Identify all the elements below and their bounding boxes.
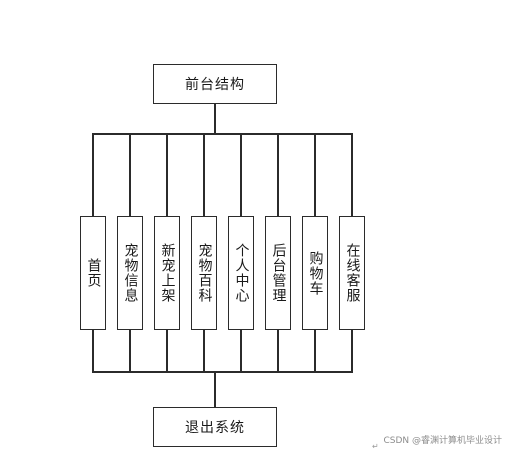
- module-bottom-connector: [92, 330, 94, 372]
- top-node-frontend-structure: 前台结构: [153, 64, 277, 104]
- top-bus-line: [92, 133, 351, 135]
- module-top-connector: [92, 133, 94, 216]
- module-cart: 购物车: [302, 216, 328, 330]
- watermark: CSDN @睿渊计算机毕业设计: [383, 436, 502, 446]
- module-bottom-connector: [203, 330, 205, 372]
- bottom-stem-line: [214, 371, 216, 408]
- module-top-connector: [240, 133, 242, 216]
- paragraph-mark-icon: ↵: [372, 442, 379, 451]
- module-pet-info: 宠物信息: [117, 216, 143, 330]
- module-top-connector: [351, 133, 353, 216]
- module-personal-center: 个人中心: [228, 216, 254, 330]
- module-customer-service: 在线客服: [339, 216, 365, 330]
- module-bottom-connector: [166, 330, 168, 372]
- module-bottom-connector: [129, 330, 131, 372]
- module-pet-encyclopedia: 宠物百科: [191, 216, 217, 330]
- module-new-pets: 新宠上架: [154, 216, 180, 330]
- module-home: 首页: [80, 216, 106, 330]
- module-top-connector: [166, 133, 168, 216]
- module-bottom-connector: [351, 330, 353, 372]
- module-top-connector: [203, 133, 205, 216]
- module-top-connector: [277, 133, 279, 216]
- bottom-bus-line: [92, 371, 353, 373]
- module-top-connector: [314, 133, 316, 216]
- bottom-node-exit-system: 退出系统: [153, 407, 277, 447]
- module-top-connector: [129, 133, 131, 216]
- module-admin: 后台管理: [265, 216, 291, 330]
- top-stem-line: [214, 103, 216, 134]
- module-bottom-connector: [240, 330, 242, 372]
- module-bottom-connector: [277, 330, 279, 372]
- module-bottom-connector: [314, 330, 316, 372]
